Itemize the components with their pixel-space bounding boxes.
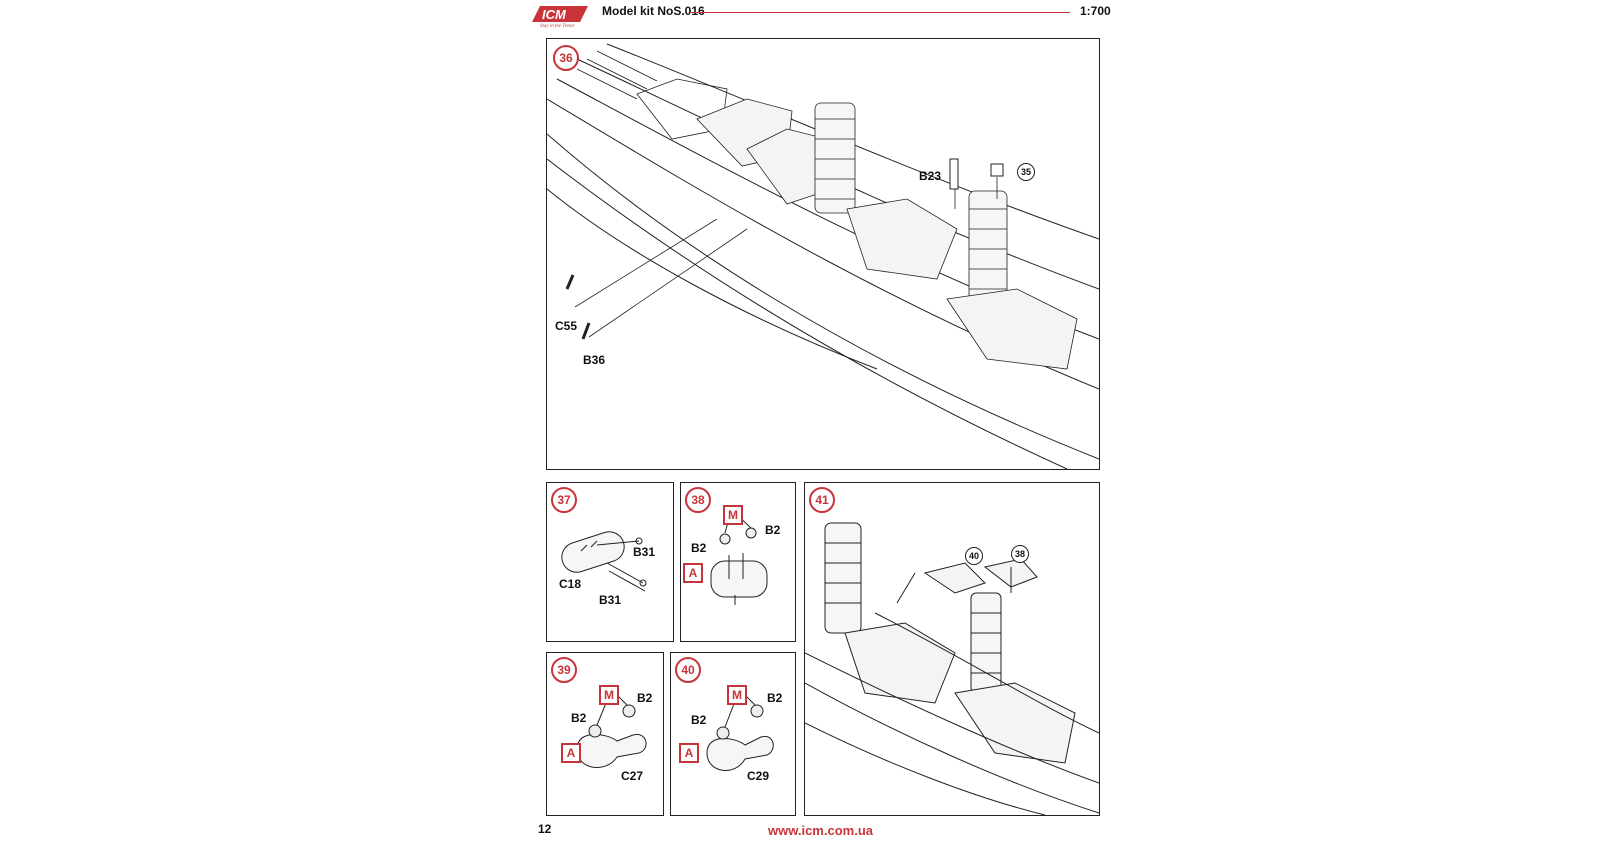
part-label-b2-right: B2 (767, 691, 783, 705)
step-38-panel: 38 M B2 B2 A (680, 482, 796, 642)
step-41-panel: 41 40 38 (804, 482, 1100, 816)
part-label-c27: C27 (621, 769, 644, 783)
step-41-drawing (805, 522, 1099, 815)
color-code-a: A (683, 563, 703, 583)
step-number: 37 (551, 487, 577, 513)
kit-title: Model kit NoS.016 (602, 4, 705, 18)
color-code-a: A (679, 743, 699, 763)
ref-step-35: 35 (1017, 163, 1035, 181)
header-rule (690, 12, 1070, 13)
step-39-drawing (576, 690, 647, 768)
part-label-b2-left: B2 (691, 541, 707, 555)
part-label-c18: C18 (559, 577, 582, 591)
part-label-b2-right: B2 (765, 523, 781, 537)
part-label-b31-lower: B31 (599, 593, 622, 607)
step-40-drawing (706, 690, 774, 771)
color-code-a: A (561, 743, 581, 763)
part-label-b2-left: B2 (571, 711, 587, 725)
part-label-b2-right: B2 (637, 691, 653, 705)
step-number: 40 (675, 657, 701, 683)
step-number: 39 (551, 657, 577, 683)
step-number: 38 (685, 487, 711, 513)
page-number: 12 (538, 822, 552, 836)
part-label-c29: C29 (747, 769, 770, 783)
part-label-b36: B36 (583, 353, 606, 367)
svg-text:Stay in the Trend: Stay in the Trend (540, 24, 574, 28)
step-36-panel: 36 B23 35 C55 B36 (546, 38, 1100, 470)
ref-step-38: 38 (1011, 545, 1029, 563)
color-code-m: M (599, 685, 619, 705)
color-code-m: M (723, 505, 743, 525)
ref-step-40: 40 (965, 547, 983, 565)
part-label-c55: C55 (555, 319, 578, 333)
part-label-b2-left: B2 (691, 713, 707, 727)
icm-logo: ICM Stay in the Trend (532, 6, 588, 28)
step-number: 41 (809, 487, 835, 513)
step-40-panel: 40 M B2 B2 A C29 (670, 652, 796, 816)
website-link[interactable]: www.icm.com.ua (768, 823, 873, 838)
part-label-b31: B31 (633, 545, 656, 559)
svg-text:ICM: ICM (542, 7, 567, 22)
part-label-b23: B23 (919, 169, 942, 183)
step-39-panel: 39 M B2 B2 A C27 (546, 652, 664, 816)
scale-label: 1:700 (1080, 4, 1111, 18)
step-number: 36 (553, 45, 579, 71)
color-code-m: M (727, 685, 747, 705)
step-38-drawing (710, 510, 768, 605)
step-37-drawing (561, 531, 647, 592)
step-37-panel: 37 B31 C18 B31 (546, 482, 674, 642)
step-36-drawing (547, 43, 1099, 469)
